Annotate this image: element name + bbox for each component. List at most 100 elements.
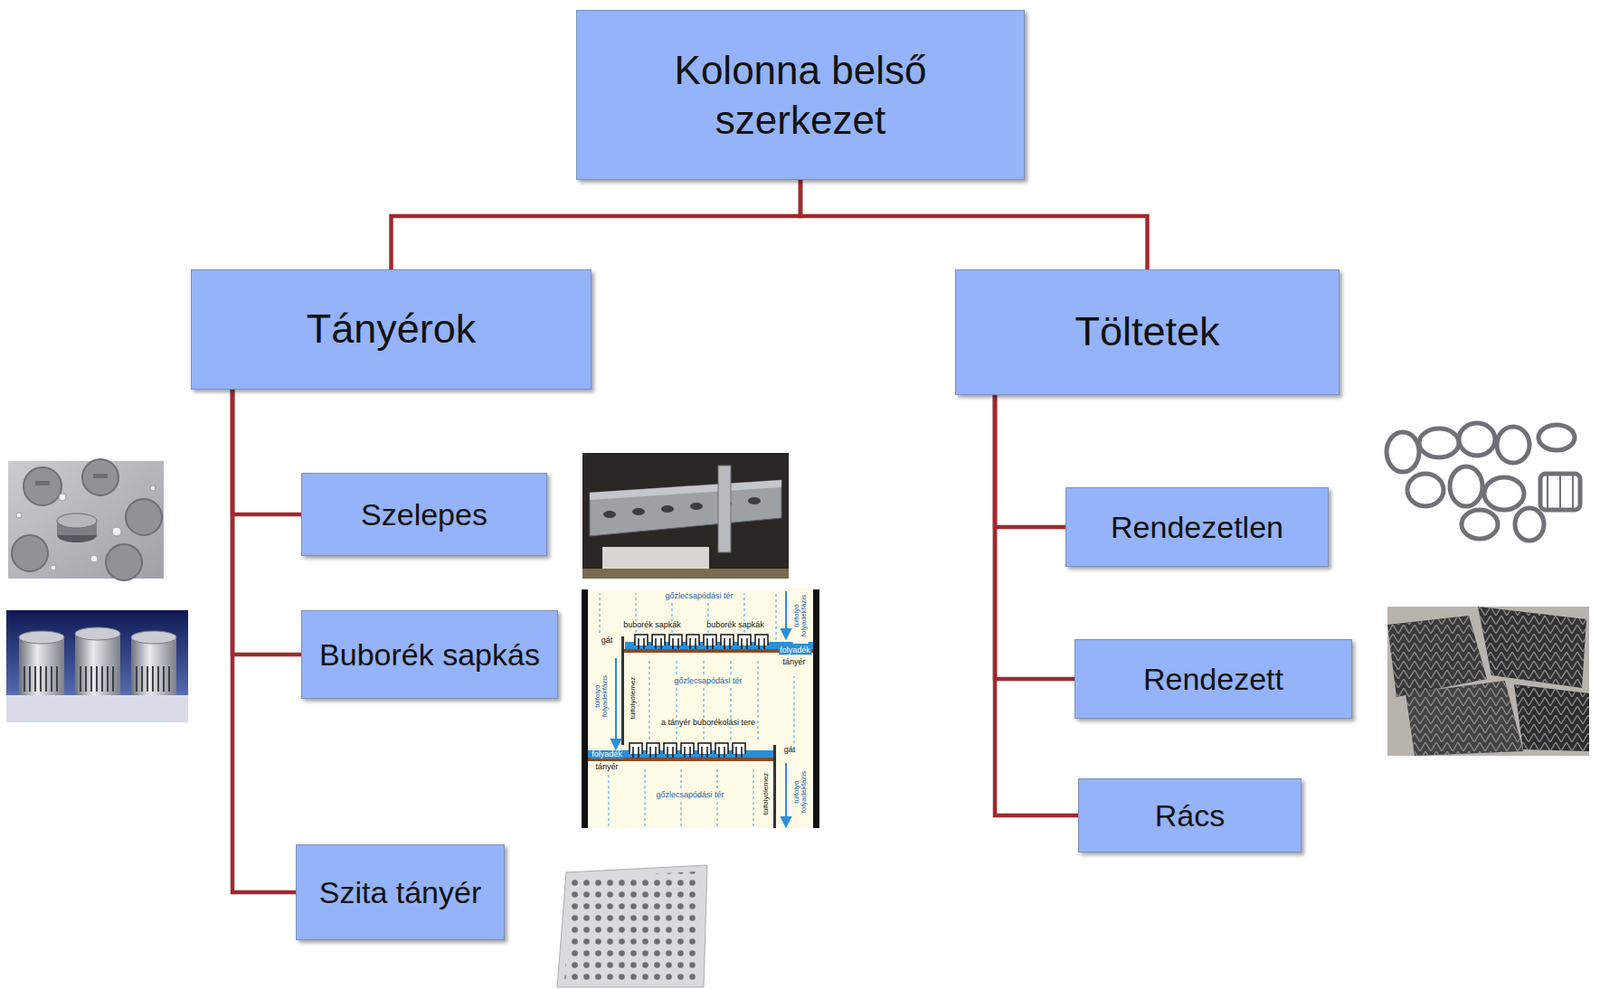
bubble-cap-photo-part-part [24,666,57,692]
structured-packing-photo-part [1477,606,1587,689]
bubble-cap-symbol [686,634,700,650]
figure-label: buborék sapkák [705,621,766,630]
box-label: Rendezetlen [1110,508,1284,548]
bubble-cap-photo-part [24,666,170,692]
valve-photo-part [58,493,67,502]
figure-label: túlfolyólemez [762,772,770,817]
figure-label: gőzlecsapódási tér [654,791,725,800]
bubble-cap-schematic-part [629,634,768,758]
valve-photo-part [11,535,48,572]
bubble-cap-symbol [755,634,768,650]
type-box: Rendezett [1074,639,1353,720]
random-packing-photo-part [1496,426,1530,464]
bubble-cap-schematic-part [581,589,588,829]
bubble-cap-photo-part-part [18,631,65,644]
box-label: Tányérok [306,303,477,355]
tree-connector [994,395,1075,680]
random-packing-photo-part [1484,477,1525,511]
bubble-cap-photo-part [18,627,177,696]
tray-photo [582,453,789,579]
bubble-cap-photo-part-part [131,631,177,644]
bubble-cap-photo-part-part [75,627,121,641]
tray-photo-part-part [661,505,674,513]
figure-label: gát [783,746,797,755]
figure-label: gőzlecsapódási tér [672,677,743,686]
figure-label: túlfolyó folyadékfázis [594,665,610,728]
figure-label: tányér [781,658,806,667]
bubble-cap-schematic-part [773,745,777,829]
tray-photo-part-part [603,511,616,519]
bubble-cap-schematic-part-part [599,593,777,641]
type-box: Szita tányér [295,844,505,941]
figure-label: gát [600,636,615,645]
box-label: Buborék sapkás [319,635,540,675]
structured-packing-photo-part [1387,615,1487,698]
bubble-cap-schematic-part [599,593,795,827]
bubble-cap-schematic-part [611,591,791,827]
valve-photo-part [56,513,97,529]
random-packing-photo-part [1461,510,1498,540]
figure-label: folyadék [778,646,812,655]
bubble-cap-photo-part [6,695,189,723]
valve-photo-part [23,467,62,506]
sieve-photo-part [564,871,701,984]
bubble-cap-symbol [720,634,734,650]
bubble-cap-schematic-part-part [649,658,795,744]
bubble-cap-schematic-part-part [615,658,617,742]
bubble-cap-schematic-part-part [785,591,787,632]
box-label: Szelepes [360,495,488,535]
root-box: Kolonna belső szerkezet [576,9,1025,180]
valve-photo-part [50,565,57,571]
tree-connector [800,179,1148,270]
bubble-cap-photo [6,610,189,723]
bubble-cap-symbol [715,743,729,758]
tree-connector [232,389,302,515]
bubble-cap-photo-part-part [131,637,177,696]
valve-photo-part [150,485,156,492]
tree-connector [232,389,302,655]
random-packing-photo-part [1458,423,1496,456]
bubble-cap-photo-part-part [136,666,170,692]
valve-photo-part [93,473,108,479]
random-packing-photo-part [1540,473,1581,511]
bubble-cap-schematic-part [813,589,820,829]
structured-packing-photo-part [1405,681,1524,757]
bubble-cap-photo-part-part [18,637,65,696]
bubble-cap-schematic-part-part [608,766,754,827]
sieve-photo-part [557,865,708,988]
random-packing-photo-part [1419,428,1459,458]
random-packing-photo [1386,423,1581,541]
figure-label: túlfolyó folyadékfázis [793,587,809,644]
box-label: Kolonna belső szerkezet [628,45,973,145]
bubble-cap-symbol [663,743,677,758]
valve-photo-part [35,481,50,486]
type-box: Rács [1078,778,1302,853]
bubble-cap-symbol [681,743,694,758]
bubble-cap-photo-part-part [80,666,114,692]
tray-photo-part-part [747,497,761,505]
type-box: Rendezetlen [1065,487,1329,568]
figure-label: folyadék [590,750,624,759]
bubble-cap-symbol [698,743,711,758]
structured-packing-photo-part [1387,606,1590,757]
tray-photo-part-part [632,508,645,516]
structured-packing-photo [1387,606,1590,757]
random-packing-photo-part [1407,473,1444,507]
tree-connector [994,395,1079,816]
random-packing-photo-part [1386,432,1420,473]
tray-photo-part [603,497,761,519]
tree-connector [994,395,1066,528]
bubble-cap-photo-part [6,610,189,723]
valve-photo-part [90,555,98,563]
structured-packing-photo-part [1514,684,1590,752]
figure-label: túlfolyólemez [629,676,637,721]
type-box: Szelepes [301,473,548,557]
box-label: Töltetek [1074,306,1220,358]
tray-photo-part-part [690,502,703,511]
bubble-cap-symbol [634,634,648,650]
bubble-cap-schematic-part-part [611,739,621,749]
structured-packing-photo-part [1387,615,1487,698]
figure-label: a tányér buborékolási tere [660,719,757,728]
bubble-cap-schematic-part-part [781,817,791,827]
